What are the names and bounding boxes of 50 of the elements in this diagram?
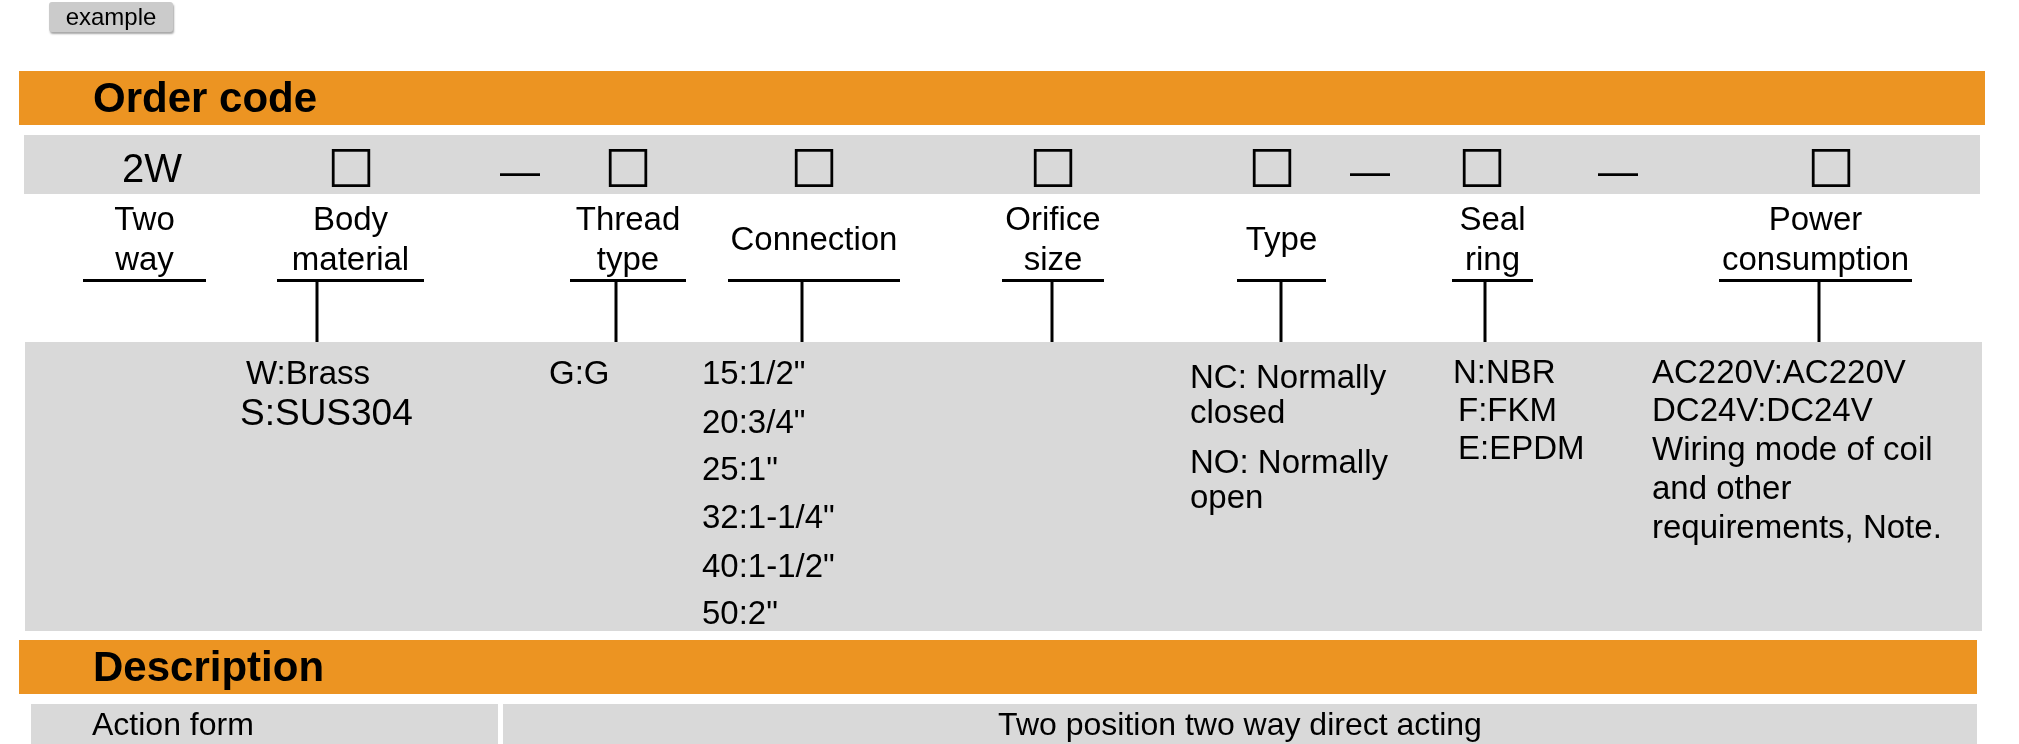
field-label: Two way xyxy=(83,199,206,282)
separator-dash: — xyxy=(1598,151,1638,191)
field-label: Thread type xyxy=(570,199,686,282)
section-header: Order code xyxy=(19,71,1985,125)
placeholder-symbol: □ xyxy=(327,139,375,189)
field-label: Connection xyxy=(728,199,900,282)
leader-line xyxy=(614,281,618,342)
code-text: 2W xyxy=(122,148,182,188)
option-text: NC: Normally closed xyxy=(1190,358,1388,429)
option-text: 20:3/4" xyxy=(702,404,806,441)
option-text: 40:1-1/2" xyxy=(702,548,835,585)
leader-line xyxy=(1483,281,1487,342)
option-text: E:EPDM xyxy=(1458,429,1585,468)
separator-dash: — xyxy=(1350,151,1390,191)
field-label: Seal ring xyxy=(1452,199,1533,282)
table-cell: Two position two way direct acting xyxy=(503,704,1977,744)
field-label: Body material xyxy=(277,199,424,282)
tag-label: example xyxy=(49,2,173,32)
table-cell: Action form xyxy=(31,704,498,744)
leader-line xyxy=(1817,281,1821,342)
option-text: NO: Normally open xyxy=(1190,443,1390,514)
option-text: DC24V:DC24V xyxy=(1652,391,1874,430)
option-text: 32:1-1/4" xyxy=(702,499,835,536)
option-text: Wiring mode of coil and other requirements, Note. xyxy=(1652,428,1943,546)
field-label: Power consumption xyxy=(1719,199,1912,282)
option-text: 25:1" xyxy=(702,451,778,488)
option-text: AC220V:AC220V xyxy=(1652,353,1907,392)
field-label: Orifice size xyxy=(1002,199,1104,282)
field-label: Type xyxy=(1237,199,1326,282)
separator-dash: — xyxy=(500,151,540,191)
placeholder-symbol: □ xyxy=(1248,139,1296,189)
option-text: F:FKM xyxy=(1458,391,1557,430)
leader-line xyxy=(1279,281,1283,342)
section-header: Description xyxy=(19,640,1977,694)
option-text: 15:1/2" xyxy=(702,355,806,392)
placeholder-symbol: □ xyxy=(1807,139,1855,189)
option-text: 50:2" xyxy=(702,595,778,632)
placeholder-symbol: □ xyxy=(1029,139,1077,189)
leader-line xyxy=(800,281,804,342)
option-text: W:Brass xyxy=(246,355,371,392)
placeholder-symbol: □ xyxy=(790,139,838,189)
option-text: S:SUS304 xyxy=(240,392,413,433)
leader-line xyxy=(315,281,319,342)
placeholder-symbol: □ xyxy=(1458,139,1506,189)
leader-line xyxy=(1050,281,1054,342)
option-text: G:G xyxy=(549,355,610,392)
code-bar xyxy=(24,135,1980,194)
options-panel xyxy=(25,342,1982,631)
option-text: N:NBR xyxy=(1453,353,1556,392)
placeholder-symbol: □ xyxy=(604,139,652,189)
